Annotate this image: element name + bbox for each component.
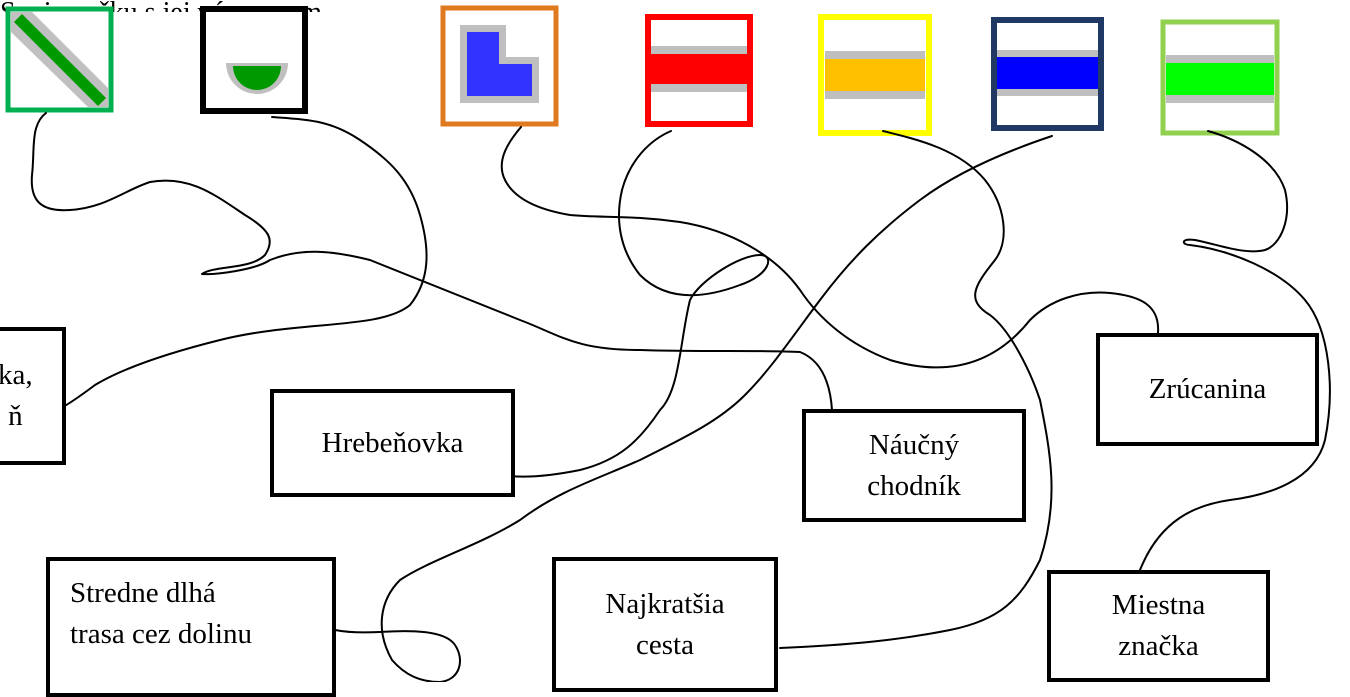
label-box-naucny-chodnik[interactable]: Náučný chodník bbox=[802, 409, 1026, 522]
yellow-stripe-marker[interactable] bbox=[818, 14, 932, 136]
label-text-najkratsia-cesta: Najkratšia cesta bbox=[605, 587, 725, 661]
matching-lines-canvas bbox=[5, 5, 1331, 682]
label-box-cut-left[interactable]: ka, ň bbox=[0, 327, 66, 465]
diagonal-stripe-marker[interactable] bbox=[5, 6, 114, 113]
connection-line-7 bbox=[1139, 130, 1331, 571]
label-text-hrebenovka: Hrebeňovka bbox=[321, 426, 464, 459]
connection-line-2 bbox=[51, 116, 428, 413]
label-box-najkratsia-cesta[interactable]: Najkratšia cesta bbox=[552, 557, 778, 692]
label-text-cut-left: ka, ň bbox=[0, 359, 33, 432]
connection-line-5 bbox=[779, 130, 1053, 649]
label-box-miestna-znacka[interactable]: Miestna značka bbox=[1047, 570, 1270, 682]
blue-stripe-marker[interactable] bbox=[991, 17, 1104, 131]
label-text-zrucanina: Zrúcanina bbox=[1148, 373, 1267, 406]
label-text-naucny-chodnik: Náučný chodník bbox=[867, 428, 961, 502]
label-text-miestna-znacka: Miestna značka bbox=[1111, 589, 1206, 662]
connection-line-3 bbox=[500, 126, 1160, 369]
half-circle-marker[interactable] bbox=[200, 6, 308, 114]
l-shape-marker[interactable] bbox=[440, 5, 559, 127]
label-box-hrebenovka[interactable]: Hrebeňovka bbox=[270, 389, 515, 497]
connection-line-1 bbox=[30, 112, 833, 411]
connection-line-4 bbox=[509, 130, 770, 478]
red-stripe-marker[interactable] bbox=[645, 14, 753, 127]
label-box-zrucanina[interactable]: Zrúcanina bbox=[1096, 333, 1319, 446]
label-box-stredne-dlha-trasa[interactable]: Stredne dlhá trasa cez dolinu bbox=[46, 557, 336, 697]
label-text-stredne-dlha-trasa: Stredne dlhá trasa cez dolinu bbox=[70, 577, 252, 650]
green-stripe-marker[interactable] bbox=[1160, 19, 1280, 136]
connection-line-6 bbox=[334, 135, 1053, 682]
